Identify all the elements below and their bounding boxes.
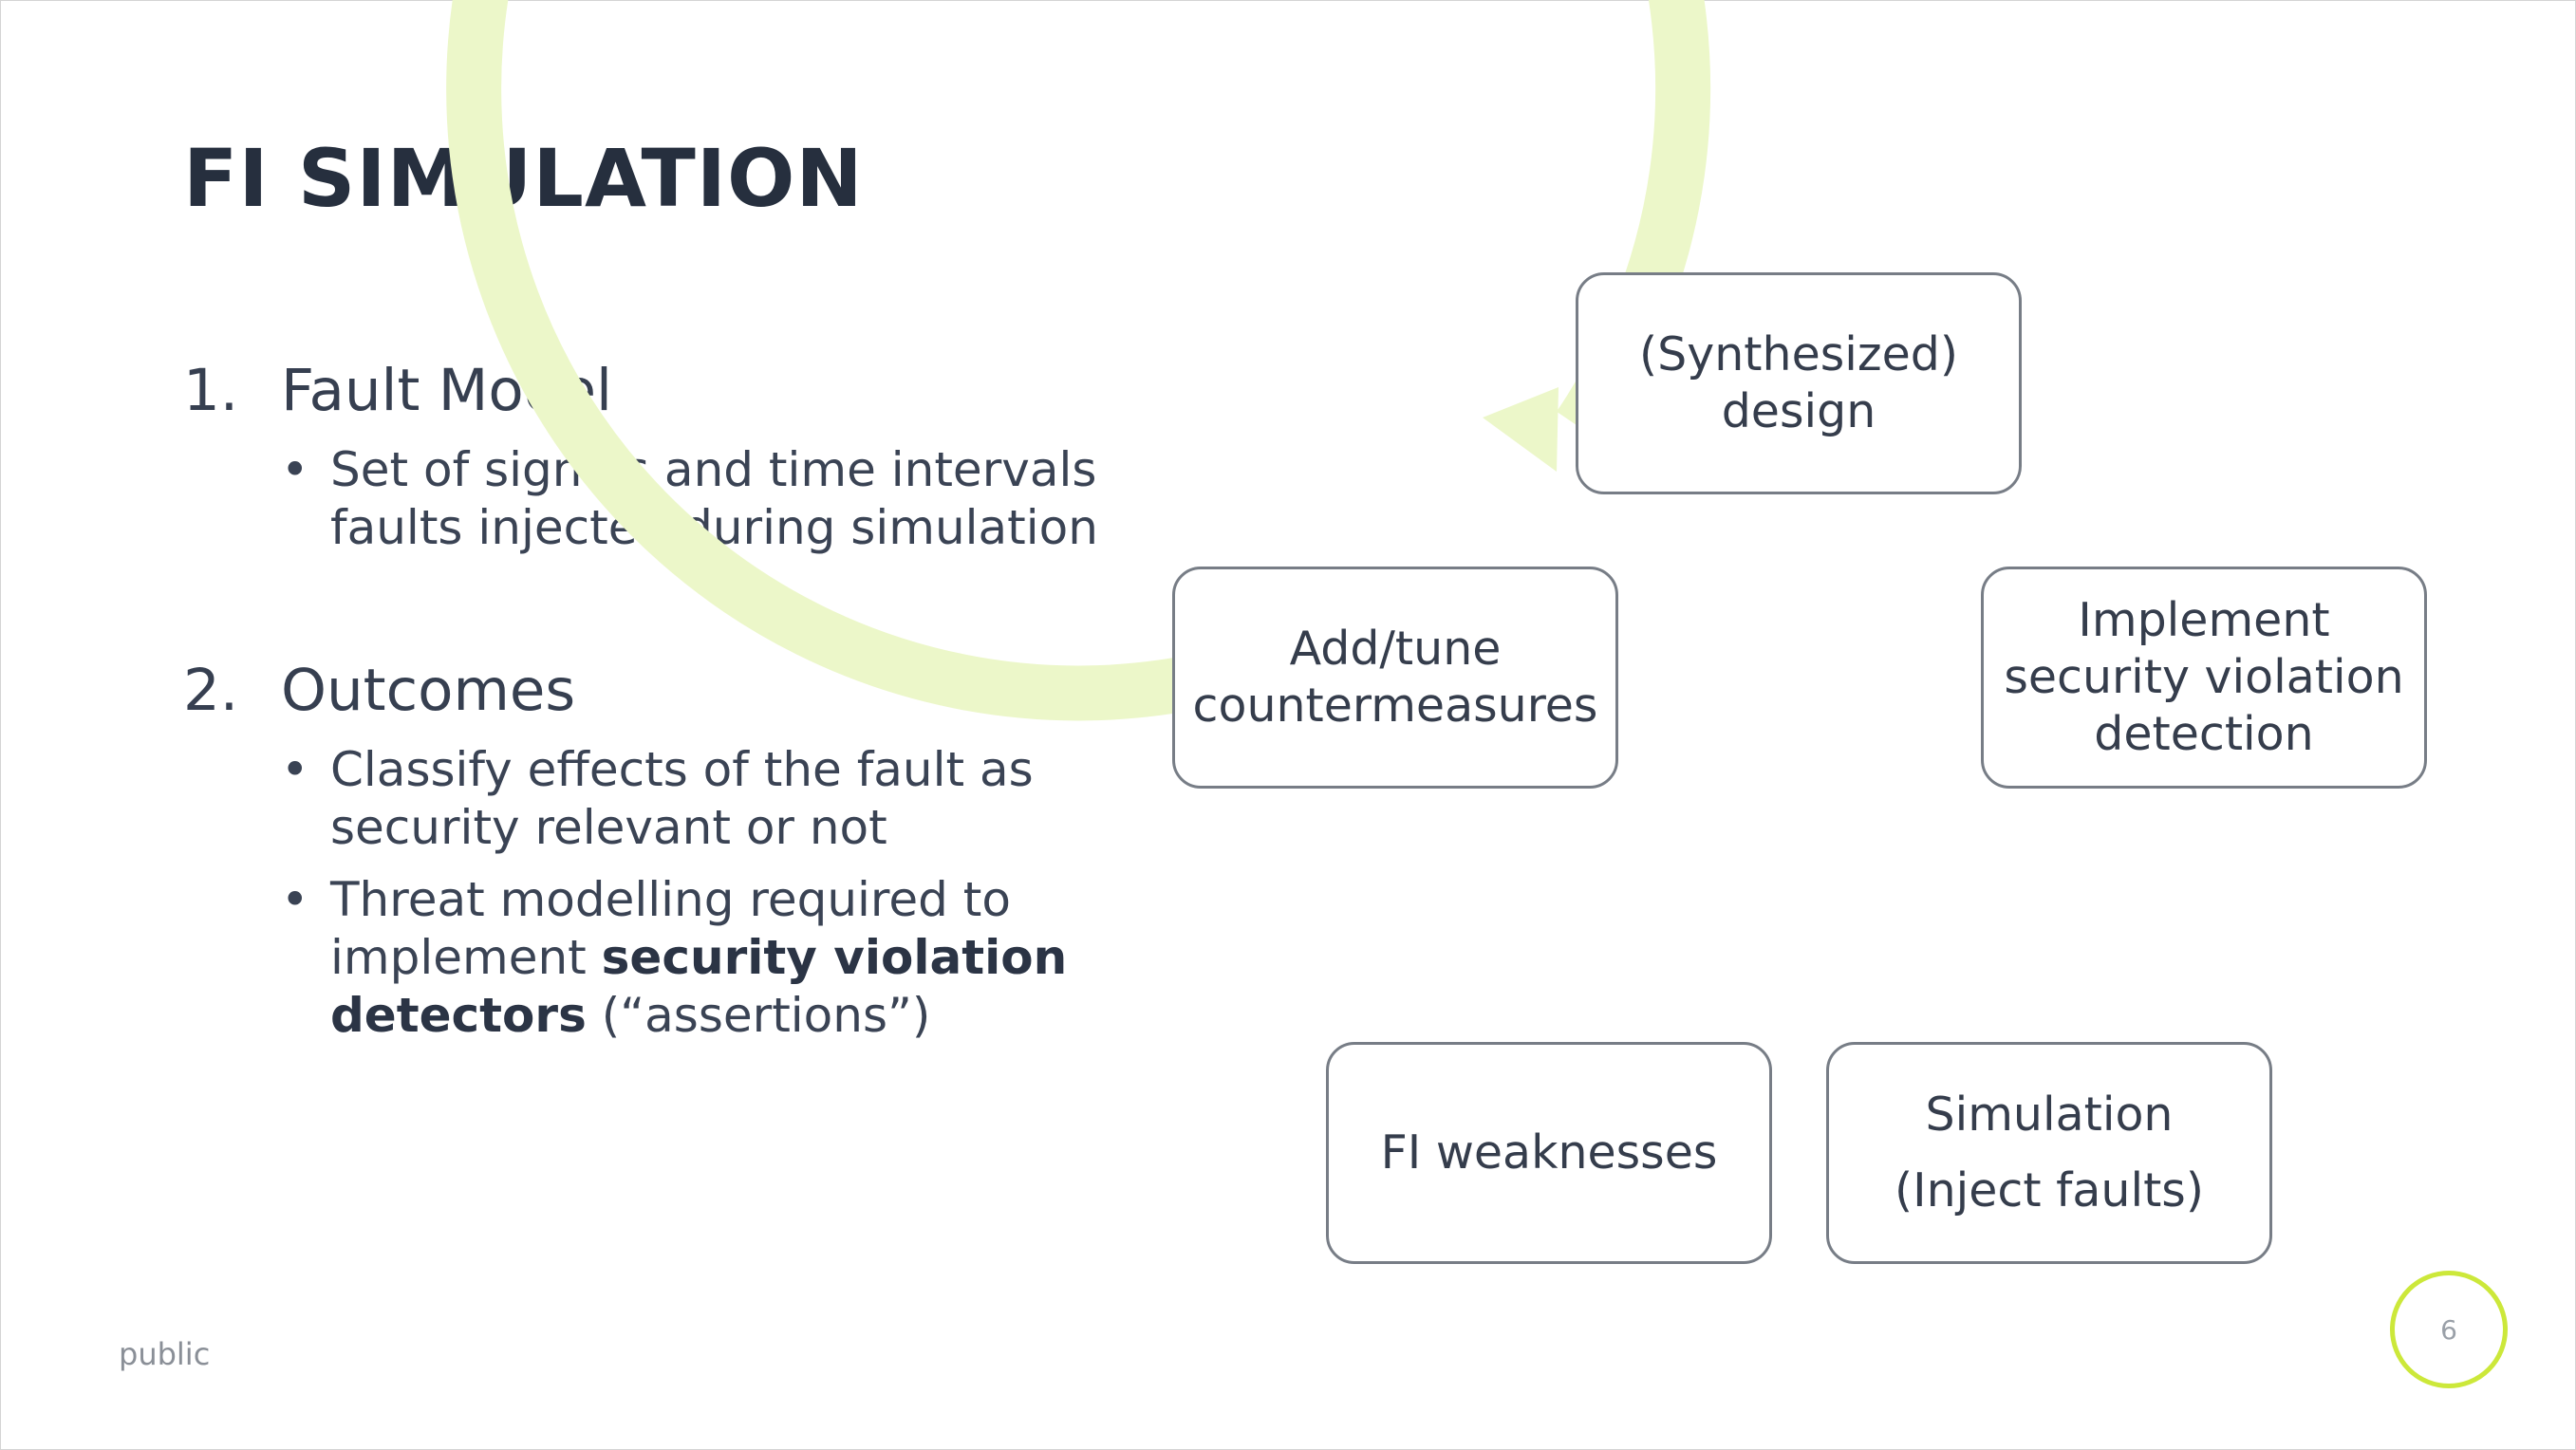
bullet-text-tail: (“assertions”) — [586, 988, 931, 1043]
bullet-text: Classify effects of the fault as securit… — [330, 742, 1034, 855]
slide-title: FI SIMULATION — [183, 132, 864, 225]
bullet-text: Threat modelling required to implement s… — [330, 871, 1109, 1045]
list-heading: Outcomes — [281, 657, 576, 724]
node-countermeasures: Add/tune countermeasures — [1172, 567, 1618, 789]
cycle-ring — [446, 0, 1711, 721]
bullet-marker: • — [281, 442, 309, 497]
bullet-marker: • — [281, 742, 309, 797]
list-number: 2. — [183, 657, 239, 724]
node-synthesized-design: (Synthesized) design — [1576, 272, 2022, 494]
cycle-arrowhead — [1483, 387, 1559, 472]
bullet-marker: • — [281, 872, 309, 927]
list-number: 1. — [183, 357, 239, 424]
bullet-text-plain: Threat modelling required to implement — [330, 872, 1011, 985]
classification-label: public — [119, 1336, 211, 1372]
node-fi-weaknesses: FI weaknesses — [1326, 1042, 1772, 1264]
node-simulation: Simulation (Inject faults) — [1826, 1042, 2272, 1264]
bullet-text-bold: security violation detectors — [330, 930, 1068, 1043]
node-implement-detection: Implement security violation detection — [1981, 567, 2427, 789]
page-number: 6 — [2390, 1271, 2508, 1388]
